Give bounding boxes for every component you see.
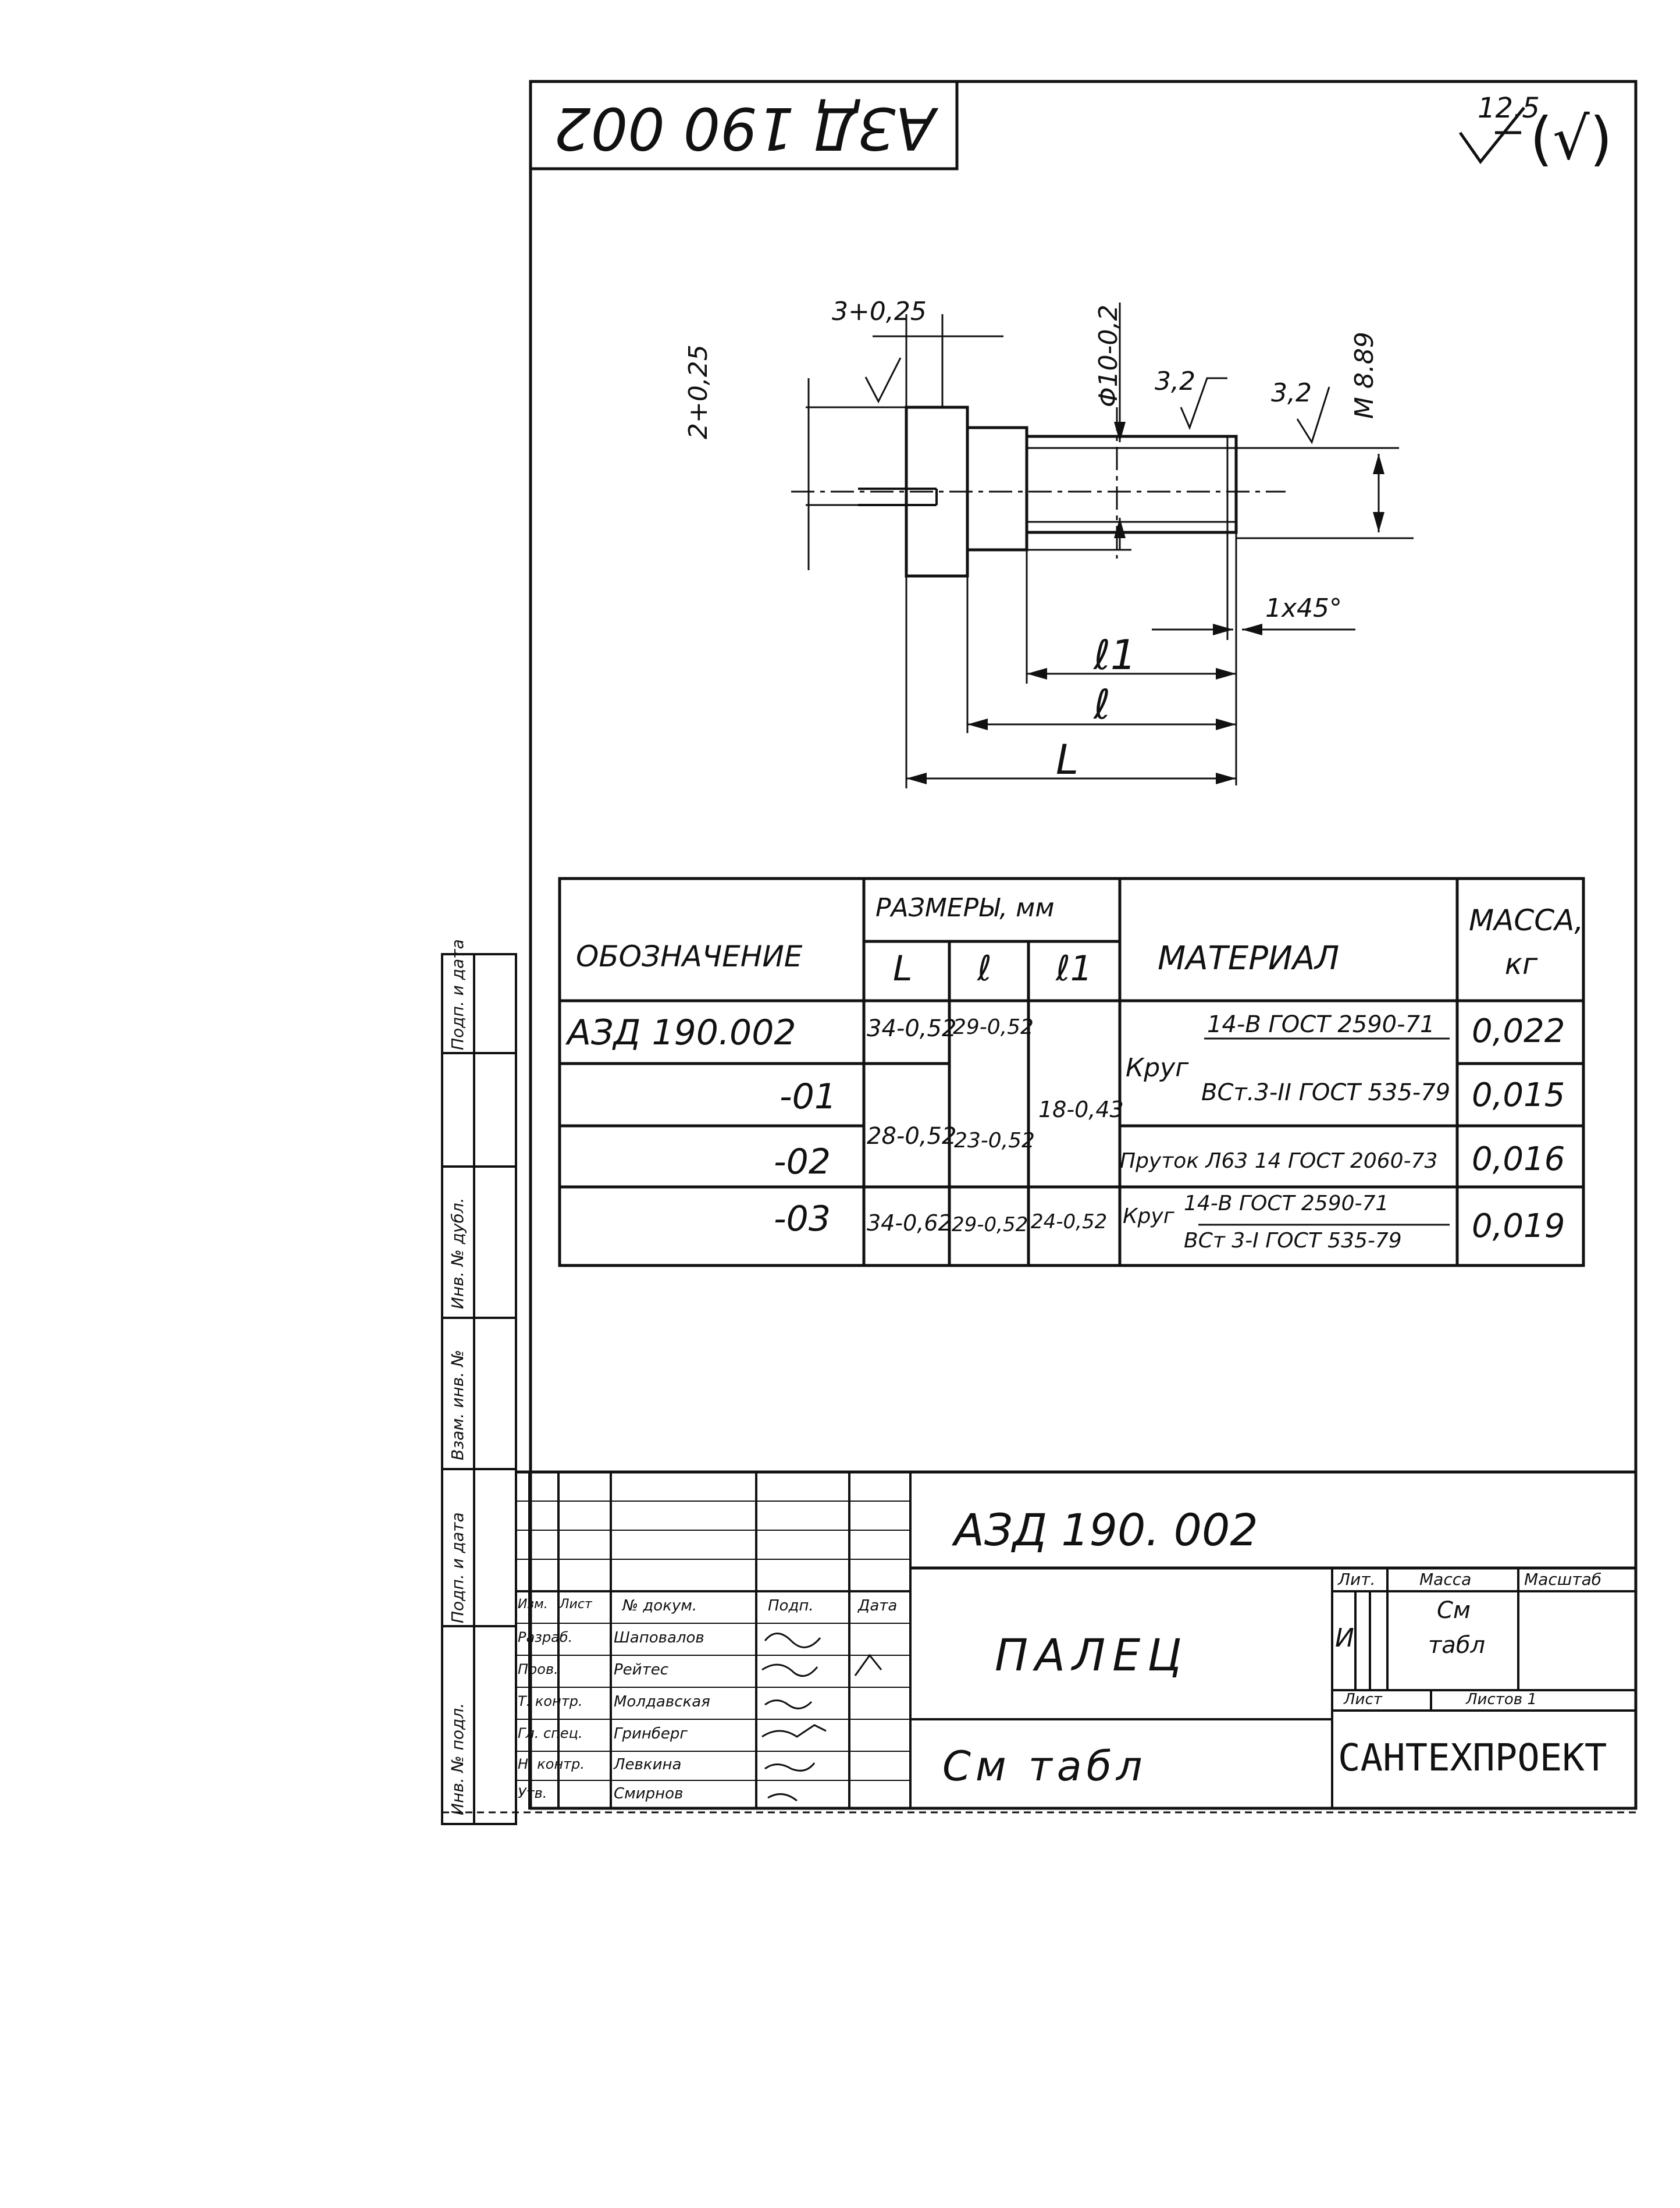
row1-designation: -01 bbox=[780, 1076, 837, 1117]
dim-l: ℓ bbox=[1094, 681, 1110, 728]
th-sizes: РАЗМЕРЫ, мм bbox=[875, 893, 1055, 923]
tb-mass-value-1: См bbox=[1437, 1597, 1471, 1624]
tb-mass-value-2: табл bbox=[1428, 1632, 1486, 1659]
tb-rev-sign: Подп. bbox=[768, 1597, 814, 1615]
tb-name-5: Смирнов bbox=[614, 1785, 684, 1802]
side-label-4: Инв. № подл. bbox=[448, 1702, 467, 1815]
th-mass: МАССА, кг bbox=[1469, 904, 1584, 981]
row3-L: 34-0,62 bbox=[867, 1210, 952, 1236]
tb-h-lit: Лит. bbox=[1338, 1570, 1376, 1589]
sheet-frame bbox=[529, 80, 1638, 1810]
part-outline bbox=[858, 406, 1238, 785]
th-material: МАТЕРИАЛ bbox=[1158, 940, 1340, 977]
tb-rev-list: Лист bbox=[560, 1597, 592, 1612]
tb-rev-izm: Изм. bbox=[518, 1597, 548, 1612]
row3-material-bottom: ВСт 3-I ГОСТ 535-79 bbox=[1184, 1229, 1402, 1253]
tb-role-5: Утв. bbox=[518, 1785, 547, 1801]
tb-sheets: Листов 1 bbox=[1466, 1691, 1537, 1708]
tb-rev-doc: № докум. bbox=[622, 1597, 697, 1615]
tb-role-3: Гл. спец. bbox=[518, 1725, 583, 1741]
title-block-grid bbox=[442, 1470, 1636, 1814]
side-label-0: Подп. и дата bbox=[448, 939, 467, 1050]
row2-material: Пруток Л63 14 ГОСТ 2060-73 bbox=[1120, 1149, 1438, 1173]
arrow-heads bbox=[906, 422, 1384, 784]
row1-material-bottom: ВСт.3-II ГОСТ 535-79 bbox=[1201, 1079, 1451, 1106]
side-label-1: Инв. № дубл. bbox=[448, 1197, 467, 1309]
row0-l: 29-0,52 bbox=[953, 1015, 1034, 1039]
rotated-designation: АЗД 190 002 bbox=[554, 94, 935, 162]
row0-material-prefix: Круг bbox=[1126, 1053, 1189, 1083]
merged-L: 28-0,52 bbox=[867, 1123, 957, 1150]
tb-role-2: Т. контр. bbox=[518, 1693, 583, 1709]
row2-mass: 0,016 bbox=[1472, 1140, 1565, 1178]
merged-l: 23-0,52 bbox=[954, 1129, 1035, 1153]
tb-name-2: Молдавская bbox=[614, 1693, 710, 1711]
dim-groove-width: 3+0,25 bbox=[832, 297, 927, 326]
roughness-general-symbol bbox=[1458, 106, 1525, 165]
row1-mass: 0,015 bbox=[1472, 1076, 1565, 1114]
roughness-mark: (√) bbox=[1530, 105, 1613, 173]
tb-org: САНТЕХПРОЕКТ bbox=[1338, 1737, 1607, 1780]
th-designation: ОБОЗНАЧЕНИЕ bbox=[576, 940, 803, 973]
roughness-general-value: 12,5 bbox=[1478, 92, 1540, 125]
dim-thread: M 8.89 bbox=[1350, 332, 1379, 419]
side-label-3: Подп. и дата bbox=[448, 1512, 467, 1623]
row0-material-top: 14-В ГОСТ 2590-71 bbox=[1207, 1011, 1435, 1038]
tb-name-3: Гринберг bbox=[614, 1725, 688, 1743]
dim-groove-depth: 2+0,25 bbox=[684, 344, 713, 439]
row3-designation: -03 bbox=[774, 1199, 831, 1239]
dim-L: L bbox=[1056, 736, 1079, 784]
tb-h-scale: Масштаб bbox=[1524, 1570, 1602, 1589]
tb-name-1: Рейтес bbox=[614, 1661, 669, 1679]
dim-diameter: Φ10-0,2 bbox=[1094, 304, 1123, 407]
signatures bbox=[761, 1633, 882, 1802]
roughness-1: 3,2 bbox=[1155, 367, 1195, 396]
row0-L: 34-0,52 bbox=[867, 1015, 957, 1042]
th-l: ℓ bbox=[977, 948, 992, 989]
row3-l: 29-0,52 bbox=[952, 1213, 1028, 1236]
tb-rev-date: Дата bbox=[858, 1597, 898, 1615]
merged-l1: 18-0,43 bbox=[1038, 1097, 1124, 1122]
tb-role-1: Пров. bbox=[518, 1661, 558, 1677]
tb-name: ПАЛЕЦ bbox=[995, 1629, 1189, 1681]
spec-table-grid bbox=[558, 877, 1585, 1267]
side-label-2: Взам. инв. № bbox=[448, 1349, 467, 1460]
tb-name-4: Левкина bbox=[614, 1756, 682, 1773]
row3-material-top: 14-В ГОСТ 2590-71 bbox=[1184, 1192, 1389, 1215]
row3-mass: 0,019 bbox=[1472, 1207, 1565, 1245]
row2-designation: -02 bbox=[774, 1142, 831, 1182]
row0-designation: АЗД 190.002 bbox=[567, 1012, 796, 1053]
tb-material: См табл bbox=[942, 1743, 1147, 1790]
th-l1: ℓ1 bbox=[1056, 948, 1092, 989]
dim-l1: ℓ1 bbox=[1094, 631, 1137, 679]
tb-name-0: Шаповалов bbox=[614, 1629, 704, 1647]
row0-mass: 0,022 bbox=[1472, 1012, 1565, 1050]
tb-sheet: Лист bbox=[1344, 1691, 1382, 1708]
roughness-2: 3,2 bbox=[1271, 378, 1312, 408]
row3-l1: 24-0,52 bbox=[1031, 1210, 1108, 1233]
tb-h-mass: Масса bbox=[1419, 1570, 1472, 1589]
designation-box bbox=[531, 81, 959, 170]
row3-material-prefix: Круг bbox=[1123, 1204, 1174, 1228]
tb-designation: АЗД 190. 002 bbox=[954, 1504, 1258, 1556]
side-stamp-grid bbox=[441, 953, 517, 1825]
tb-lit-value: И bbox=[1335, 1623, 1354, 1653]
tb-role-0: Разраб. bbox=[518, 1629, 573, 1645]
tb-role-4: Н. контр. bbox=[518, 1756, 585, 1772]
chamfer-label: 1x45° bbox=[1265, 593, 1343, 623]
th-L: L bbox=[893, 948, 913, 989]
